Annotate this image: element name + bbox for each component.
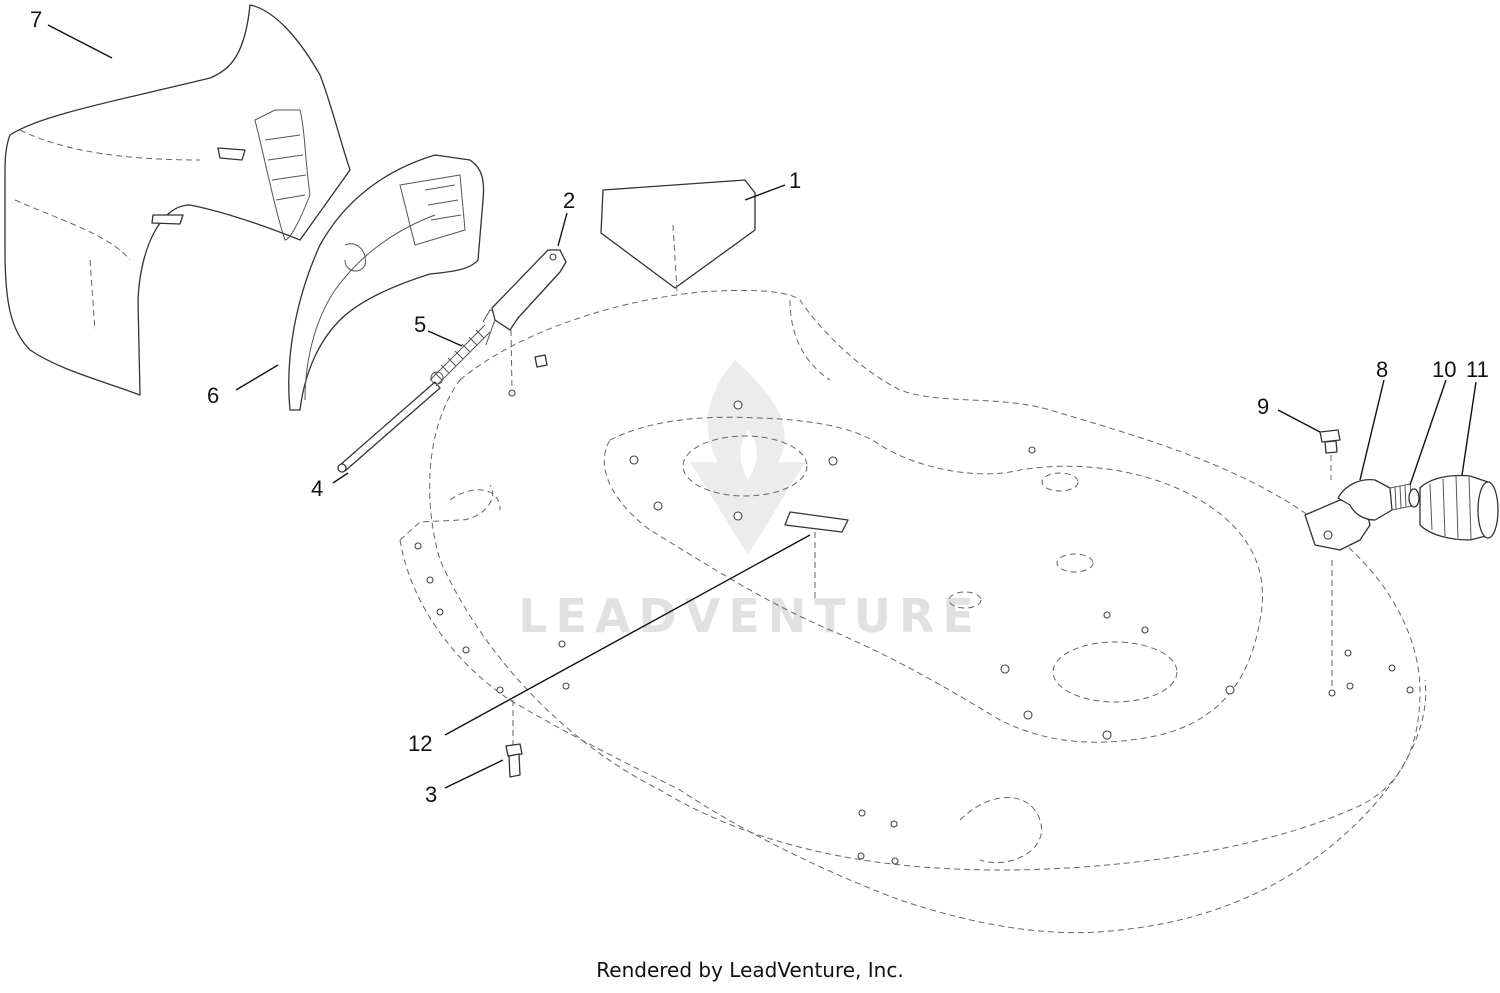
- callout-11: 11: [1466, 357, 1489, 382]
- watermark: LEADVENTURE: [518, 360, 982, 643]
- callout-6: 6: [207, 383, 219, 408]
- part-10-o-ring: [1389, 483, 1420, 511]
- part-3-bolt: [505, 700, 523, 778]
- part-4-rod: [337, 381, 441, 473]
- part-7-discharge-chute: [4, 4, 351, 396]
- callout-3: 3: [425, 782, 437, 807]
- part-9-bolt: [1319, 429, 1341, 480]
- callout-1: 1: [789, 168, 801, 193]
- callout-8: 8: [1376, 357, 1388, 382]
- callout-2: 2: [563, 188, 575, 213]
- part-5-spring: [429, 309, 499, 387]
- part-1-decal: [600, 179, 756, 293]
- callout-5: 5: [414, 312, 426, 337]
- deck-bolt-holes: [414, 400, 1414, 865]
- callout-12: 12: [408, 731, 432, 756]
- callout-10: 10: [1432, 357, 1456, 382]
- callout-9: 9: [1257, 394, 1269, 419]
- callout-labels: 7 6 2 1 5 4 12 3 9 8 10 11: [30, 7, 1489, 807]
- part-2-bracket: [491, 249, 567, 397]
- callout-7: 7: [30, 7, 42, 32]
- leader-lines: [47, 24, 1477, 789]
- part-11-cap: [1419, 474, 1499, 541]
- render-credit: Rendered by LeadVenture, Inc.: [596, 958, 904, 982]
- part-8-elbow-fitting: [1304, 479, 1393, 697]
- callout-4: 4: [311, 476, 323, 501]
- part-6-chute-frame: [288, 154, 485, 411]
- mower-deck: [399, 289, 1427, 934]
- watermark-text: LEADVENTURE: [518, 589, 982, 643]
- watermark-logo-icon: [690, 360, 805, 555]
- part-12-label: [784, 511, 849, 602]
